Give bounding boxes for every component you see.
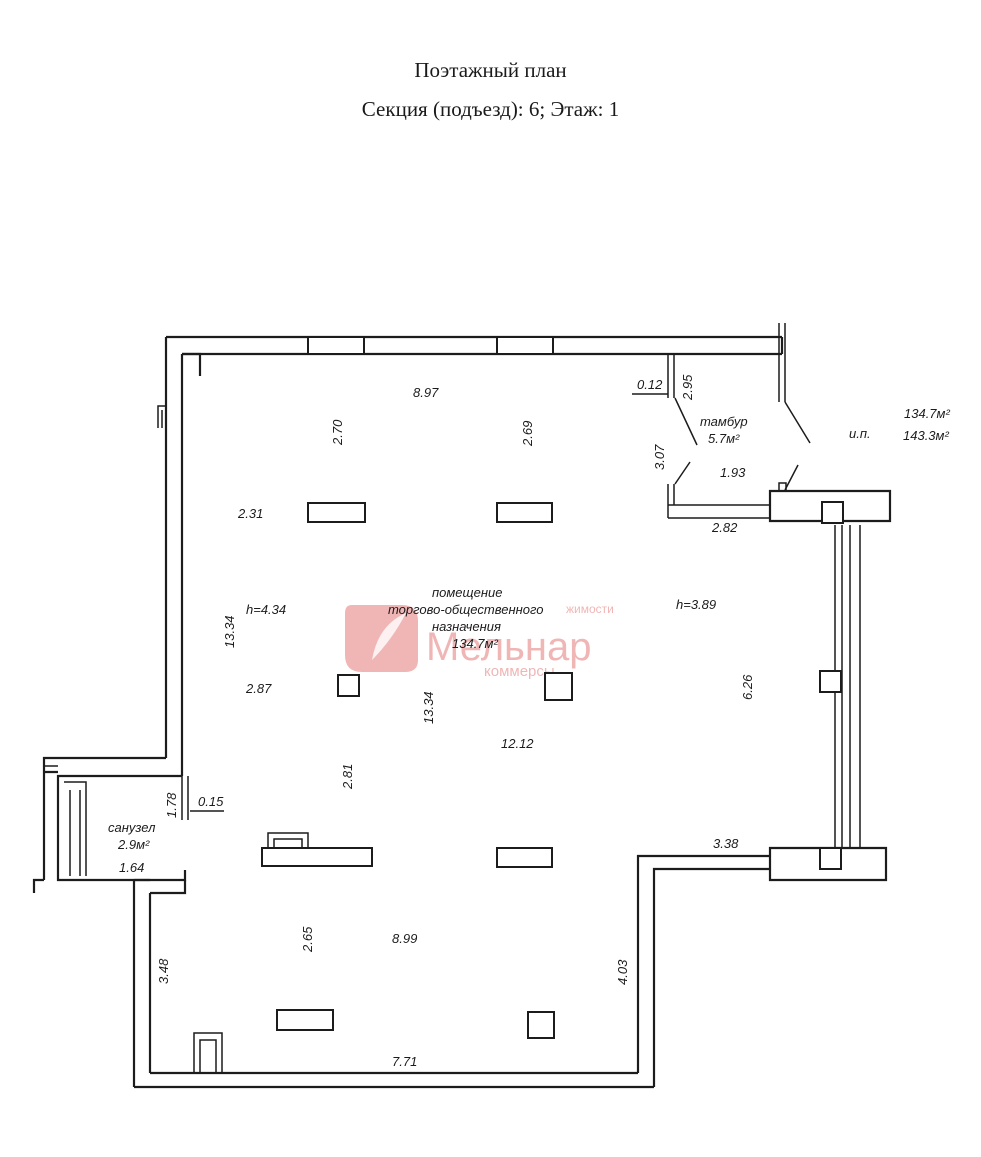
window-top-2 — [496, 336, 554, 355]
dim-6-26: 6.26 — [740, 674, 755, 700]
dim-2-95: 2.95 — [680, 374, 695, 401]
vestibule-door-left — [674, 397, 698, 485]
dim-1-78: 1.78 — [164, 792, 179, 818]
dim-top-width: 8.97 — [413, 385, 439, 400]
bottom-wall — [134, 1071, 654, 1089]
dim-3-07: 3.07 — [652, 444, 667, 470]
column-ur — [821, 501, 844, 524]
column-1 — [337, 674, 360, 697]
dim-2-31: 2.31 — [237, 506, 263, 521]
main-room-line3: назначения — [432, 619, 501, 634]
pillar-4 — [496, 847, 553, 868]
pillar-3-cap — [267, 832, 309, 848]
column-lr — [819, 847, 842, 870]
dim-2-87: 2.87 — [245, 681, 272, 696]
main-room-line2: торгово-общественного — [388, 602, 543, 617]
dim-3-48: 3.48 — [156, 958, 171, 984]
dimension-labels: 8.97 2.70 2.69 0.12 2.95 3.07 1.93 2.82 … — [119, 374, 755, 1069]
lower-right-wall — [636, 854, 770, 1087]
column-2 — [544, 672, 573, 701]
vestibule-area: 5.7м² — [708, 431, 740, 446]
plan-subtitle: Секция (подъезд): 6; Этаж: 1 — [361, 97, 620, 121]
dim-3-38: 3.38 — [713, 836, 739, 851]
left-upper-wall — [164, 337, 202, 776]
upper-right-block — [768, 489, 892, 523]
exterior-walls — [32, 323, 892, 1089]
dim-2-69: 2.69 — [520, 421, 535, 447]
totals-label: и.п. — [849, 426, 871, 441]
totals-area2: 143.3м² — [903, 428, 949, 443]
totals-area1: 134.7м² — [904, 406, 950, 421]
dim-1-93: 1.93 — [720, 465, 746, 480]
watermark-sub-text: коммерсы — [484, 663, 555, 680]
pillar-1 — [307, 502, 366, 523]
dim-7-71: 7.71 — [392, 1054, 417, 1069]
main-room-line1: помещение — [432, 585, 502, 600]
top-wall — [166, 335, 784, 356]
dim-2-65: 2.65 — [300, 926, 315, 953]
pillar-5 — [276, 1009, 334, 1031]
dim-0-15: 0.15 — [198, 794, 224, 809]
main-room-area: 134.7м² — [452, 636, 498, 651]
height-right: h=3.89 — [676, 597, 716, 612]
dim-2-70: 2.70 — [330, 419, 345, 446]
entrance-marker — [778, 482, 787, 491]
pillar-3 — [261, 847, 373, 867]
interior-objects — [193, 502, 842, 1073]
bathroom-area: 2.9м² — [117, 837, 150, 852]
dim-0-12: 0.12 — [637, 377, 663, 392]
dim-13-34-left: 13.34 — [222, 615, 237, 648]
lower-right-block — [768, 846, 888, 882]
pillar-2 — [496, 502, 553, 523]
plan-header: Поэтажный план Секция (подъезд): 6; Этаж… — [0, 0, 981, 140]
vestibule-lower-wall — [668, 504, 770, 519]
dim-13-34-center: 13.34 — [421, 691, 436, 724]
bathroom-name: санузел — [108, 820, 156, 835]
vestibule-name: тамбур — [700, 414, 748, 429]
niche-bottom — [193, 1032, 223, 1073]
dim-1-64: 1.64 — [119, 860, 144, 875]
plan-title: Поэтажный план — [414, 58, 567, 82]
watermark: жимости Мельнар коммерсы — [345, 602, 614, 680]
vestibule-door-right — [784, 401, 811, 491]
vestibule-left-wall — [667, 354, 675, 518]
dim-12-12: 12.12 — [501, 736, 534, 751]
dim-8-99: 8.99 — [392, 931, 417, 946]
column-3 — [819, 670, 842, 693]
window-top-1 — [307, 336, 365, 355]
dim-2-82: 2.82 — [711, 520, 738, 535]
bathroom-partition — [181, 776, 189, 820]
watermark-top-text: жимости — [566, 602, 614, 616]
top-windows — [307, 336, 554, 355]
watermark-brand-text: Мельнар — [426, 625, 591, 669]
dim-4-03: 4.03 — [615, 959, 630, 985]
stair-notch — [157, 405, 166, 428]
vestibule-right-wall — [778, 323, 786, 402]
room-labels: помещение торгово-общественного назначен… — [108, 406, 950, 852]
height-left: h=4.34 — [246, 602, 286, 617]
lower-left-wall — [132, 878, 187, 1087]
west-annex-walls — [32, 756, 187, 893]
dim-2-81: 2.81 — [340, 764, 355, 790]
west-annex-window — [64, 781, 87, 876]
column-4 — [527, 1011, 555, 1039]
